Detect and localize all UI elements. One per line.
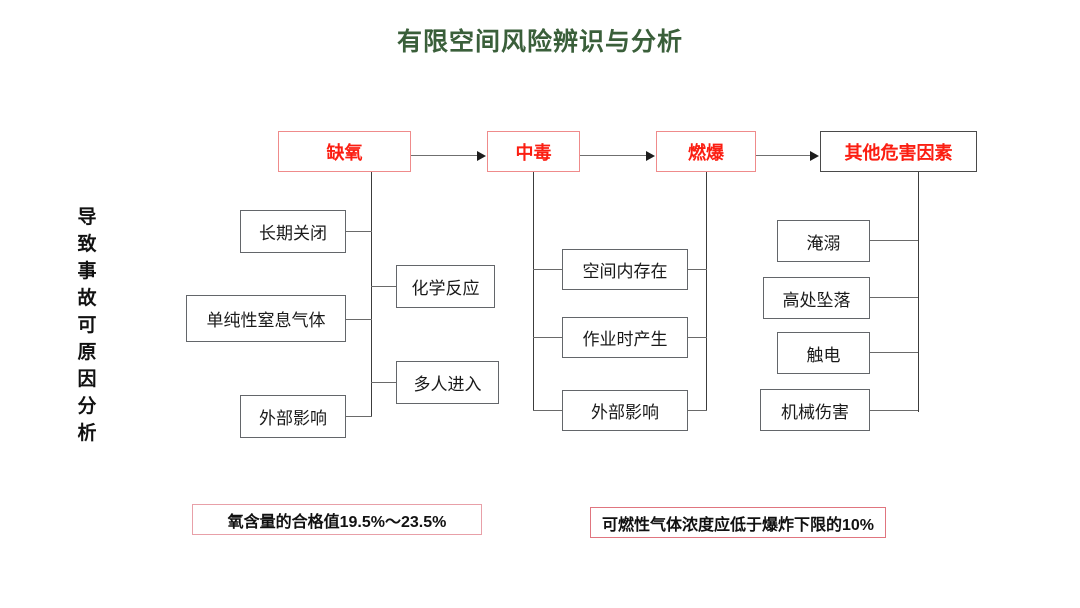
hazard-box-explosion[interactable]: 燃爆 [656,131,756,172]
cause-box-fall-from-height[interactable]: 高处坠落 [763,277,870,319]
cause-box-chemical-reaction[interactable]: 化学反应 [396,265,495,308]
note-oxygen-content: 氧含量的合格值19.5%～23.5% [192,504,482,535]
side-label-char: 可 [77,314,97,336]
hazard-box-poisoning[interactable]: 中毒 [487,131,580,172]
connector-spine-poisoning [533,172,535,411]
hazard-box-oxygen-deficiency[interactable]: 缺氧 [278,131,411,172]
arrow-head-icon [646,151,655,161]
cause-box-generated-during-work[interactable]: 作业时产生 [562,317,688,358]
cause-box-mechanical-injury[interactable]: 机械伤害 [760,389,870,431]
connector-generated-during-work-right [688,337,707,339]
arrow-shaft [411,155,478,157]
arrow-head-icon [810,151,819,161]
connector-fall-from-height [870,297,918,299]
side-label-char: 事 [77,260,97,282]
arrow-oxygen-to-poisoning [411,151,487,161]
connector-chemical-reaction [371,286,396,288]
arrow-explosion-to-other [756,151,820,161]
connector-present-in-space-left [533,269,562,271]
connector-generated-during-work-left [533,337,562,339]
arrow-shaft [580,155,647,157]
side-label-char: 因 [77,368,97,390]
connector-spine-other [918,172,920,412]
cause-box-external-influence-oxygen[interactable]: 外部影响 [240,395,346,438]
connector-external-influence-poisoning-left [533,410,562,412]
connector-simple-asphyxiant-gas [346,319,372,321]
arrow-shaft [756,155,811,157]
side-label-char: 分 [77,395,97,417]
note-flammable-gas-limit: 可燃性气体浓度应低于爆炸下限的10% [590,507,886,538]
cause-box-present-in-space[interactable]: 空间内存在 [562,249,688,290]
cause-box-external-influence-poisoning[interactable]: 外部影响 [562,390,688,431]
cause-box-drowning[interactable]: 淹溺 [777,220,870,262]
arrow-poisoning-to-explosion [580,151,656,161]
connector-spine-oxygen [371,172,373,416]
connector-multiple-people-entry [371,382,396,384]
side-label-char: 致 [77,233,97,255]
cause-box-long-term-closed[interactable]: 长期关闭 [240,210,346,253]
vertical-axis-label: 导 致 事 故 可 原 因 分 析 [70,205,104,448]
connector-long-term-closed [346,231,372,233]
cause-box-multiple-people-entry[interactable]: 多人进入 [396,361,499,404]
arrow-head-icon [477,151,486,161]
connector-external-influence-poisoning-right [688,410,707,412]
connector-drowning [870,240,918,242]
page-title: 有限空间风险辨识与分析 [396,28,683,56]
cause-box-electric-shock[interactable]: 触电 [777,332,870,374]
connector-spine-explosion [706,172,708,411]
connector-external-influence-oxygen [346,416,372,418]
side-label-char: 故 [77,287,97,309]
side-label-char: 析 [77,422,97,444]
connector-mechanical-injury [870,410,918,412]
hazard-box-other-factors[interactable]: 其他危害因素 [820,131,977,172]
connector-electric-shock [870,352,918,354]
side-label-char: 原 [77,341,97,363]
connector-present-in-space-right [688,269,707,271]
cause-box-simple-asphyxiant-gas[interactable]: 单纯性窒息气体 [186,295,346,342]
side-label-char: 导 [77,207,97,228]
